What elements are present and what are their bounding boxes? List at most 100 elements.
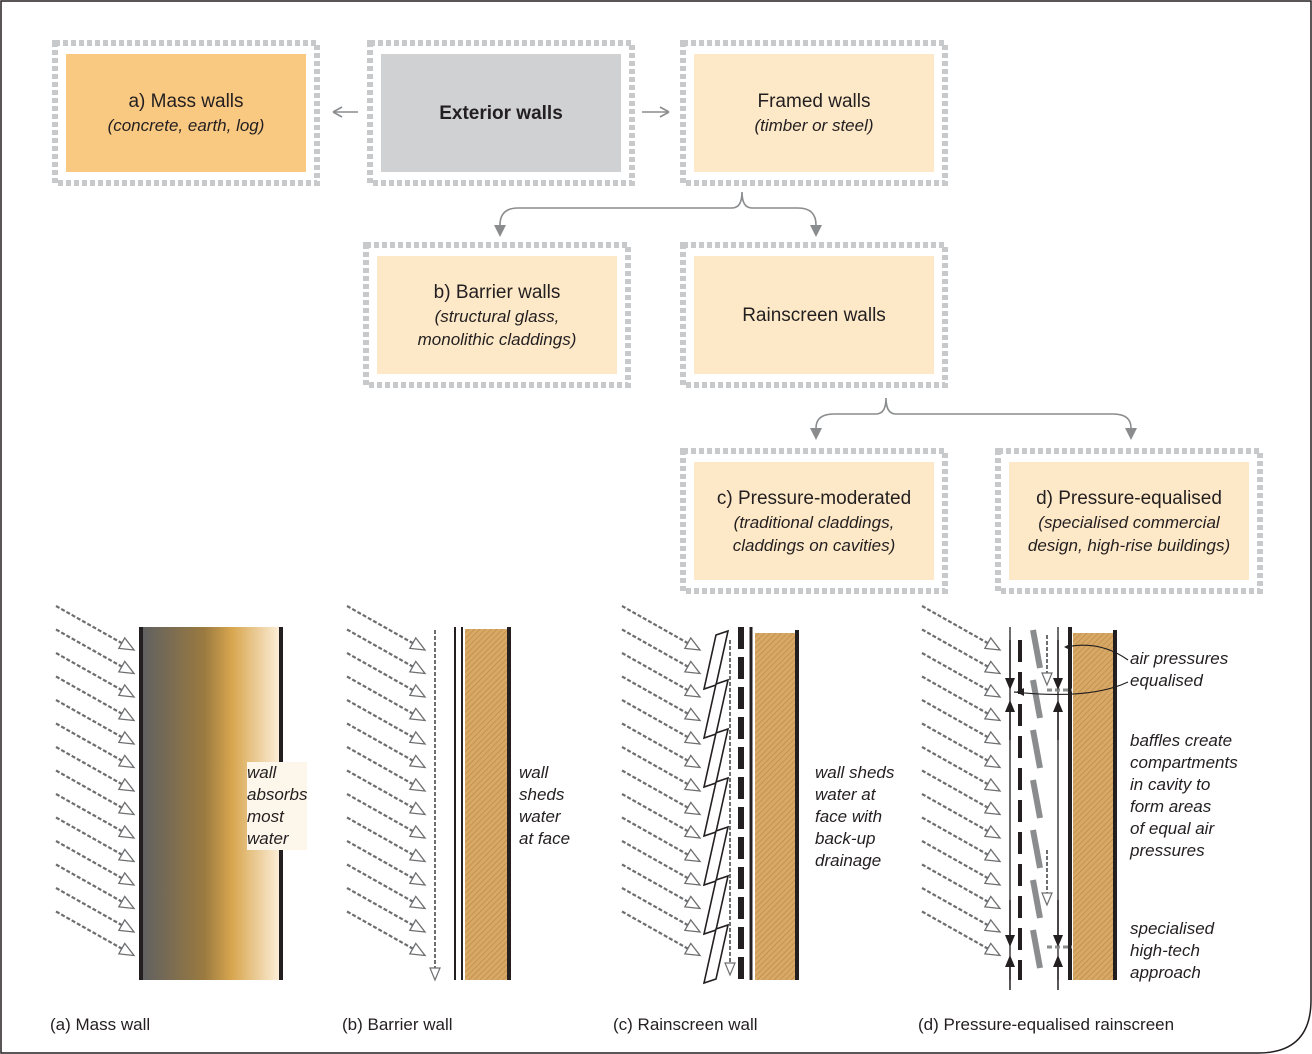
panel-d-rain-6-shaft: [921, 746, 989, 786]
panel-b-rain-13-head: [408, 942, 427, 957]
brace-framed: [499, 191, 817, 226]
panel-b-rain-8: [346, 793, 427, 839]
rainscreen-board-6: [702, 923, 730, 985]
pe-drip-mid-head: [1041, 892, 1053, 907]
pe-cladding-5: [1030, 879, 1043, 919]
panel-a-rain-8-shaft: [55, 793, 123, 833]
box-barrier-dotted-border: [363, 242, 631, 388]
box-framed-dotted-border: [680, 40, 948, 186]
panel-c-rain-4: [621, 699, 702, 745]
panel-b-rain-1: [346, 628, 427, 675]
panel-c-rain-4-head: [683, 730, 702, 745]
panel-a-rain-3-shaft: [55, 675, 123, 715]
panel-d-rain-2-head: [983, 683, 1002, 698]
panel-a-rain-11-shaft: [55, 863, 123, 903]
panel-d-rain-8: [921, 793, 1002, 839]
panel-a-rain-13: [55, 910, 136, 957]
brace-rainscreen-right-head: [1125, 428, 1137, 440]
panel-a-rain-4-head: [117, 730, 136, 745]
panel-c-rain-5: [621, 722, 702, 769]
panel-a-rain-2-head: [117, 683, 136, 698]
panel-c-rain-13-head: [683, 942, 702, 957]
box-moderated-title: c) Pressure-moderated: [716, 487, 912, 509]
box-equalised-subtitle: (specialised commercial design, high-ris…: [1027, 512, 1231, 555]
panel-c-rain-11: [621, 863, 702, 910]
panel-d-rain-0: [921, 605, 1002, 651]
arrow-to-framed-head: [659, 106, 670, 118]
box-barrier-fill: [377, 256, 617, 374]
panel-a-rain-13-head: [117, 942, 136, 957]
box-equalised-title: d) Pressure-equalised: [1036, 487, 1222, 509]
box-pressure-moderated: c) Pressure-moderated (traditional cladd…: [694, 462, 934, 580]
panel-c-rain-1-shaft: [621, 628, 689, 668]
panel-d-rain-7: [921, 769, 1002, 816]
panel-d-rain-11-head: [983, 895, 1002, 910]
note-air-pressures: air pressures equalised: [1130, 649, 1229, 690]
panel-a-rain-12-shaft: [55, 887, 123, 927]
panel-b-rain-0: [346, 605, 427, 651]
panel-d-rain-13: [921, 910, 1002, 957]
box-equalised-fill: [1009, 462, 1249, 580]
panel-c-rain-4-shaft: [621, 699, 689, 739]
pe-cladding-3: [1030, 779, 1043, 819]
panel-c-rain-8-shaft: [621, 793, 689, 833]
panel-b-rain-6: [346, 746, 427, 792]
panel-c-rain-12-shaft: [621, 887, 689, 927]
panel-d-rain-7-head: [983, 801, 1002, 816]
rainscreen-board-5: [702, 874, 730, 936]
panel-a-rain-9: [55, 816, 136, 863]
note-baffles: baffles create compartments in cavity to…: [1130, 731, 1238, 860]
panel-c-rain-10-head: [683, 871, 702, 886]
panel-b-rain-11-head: [408, 895, 427, 910]
panel-c-rain-11-shaft: [621, 863, 689, 903]
panel-d-rain-9-shaft: [921, 816, 989, 856]
panel-b-rain-3-head: [408, 707, 427, 722]
panel-a-rain-9-shaft: [55, 816, 123, 856]
panel-b-rain-2: [346, 652, 427, 698]
panel-b-rain-7-head: [408, 801, 427, 816]
panel-a-rain-12: [55, 887, 136, 933]
box-mass-walls: a) Mass walls (concrete, earth, log): [66, 54, 306, 172]
panel-d-rain-1-head: [983, 660, 1002, 675]
rainscreen-cavity-drain: [724, 640, 736, 977]
panel-d-rain-6: [921, 746, 1002, 792]
box-pressure-equalised: d) Pressure-equalised (specialised comme…: [1009, 462, 1249, 580]
panel-c-rain-5-head: [683, 754, 702, 769]
panel-d-rain-2-shaft: [921, 652, 989, 692]
panel-b-rain-9: [346, 816, 427, 863]
panel-a-rain-1: [55, 628, 136, 675]
pe-pressure-7-head: [1053, 935, 1063, 947]
panel-c-rain-2-head: [683, 683, 702, 698]
panel-d-rain-10: [921, 840, 1002, 886]
leader-air-2: [1013, 681, 1129, 696]
panel-c-rain-6-head: [683, 777, 702, 792]
panel-b-rain-12-shaft: [346, 887, 414, 927]
panel-a-rain-12-head: [117, 918, 136, 933]
panel-d-rain-5: [921, 722, 1002, 769]
panel-d-rain-1-shaft: [921, 628, 989, 668]
panel-d-rain-5-head: [983, 754, 1002, 769]
pe-cladding-2: [1030, 729, 1043, 769]
panel-a-rain-10: [55, 840, 136, 886]
brace-rainscreen-left-head: [810, 428, 822, 440]
rainscreen-board-1: [702, 678, 730, 740]
panel-b-rain-6-shaft: [346, 746, 414, 786]
caption-barrier-wall: (b) Barrier wall: [342, 1015, 453, 1034]
panel-b-rain-3: [346, 675, 427, 722]
panel-d-rain-4-head: [983, 730, 1002, 745]
panel-d-rain-11-shaft: [921, 863, 989, 903]
panel-b-rain-9-head: [408, 848, 427, 863]
panel-b-rain-2-shaft: [346, 652, 414, 692]
box-framed-subtitle: (timber or steel): [754, 116, 874, 135]
panel-b-rain-12-head: [408, 918, 427, 933]
panel-b-rain-13: [346, 910, 427, 957]
panel-d-rain-3-head: [983, 707, 1002, 722]
rainscreen-cavity-drain-head: [724, 962, 736, 977]
panel-d-rain-8-shaft: [921, 793, 989, 833]
panel-c-rain-3-head: [683, 707, 702, 722]
panel-d-rain-5-shaft: [921, 722, 989, 762]
panel-a-rain-8-head: [117, 824, 136, 839]
panel-b-rain-4-head: [408, 730, 427, 745]
